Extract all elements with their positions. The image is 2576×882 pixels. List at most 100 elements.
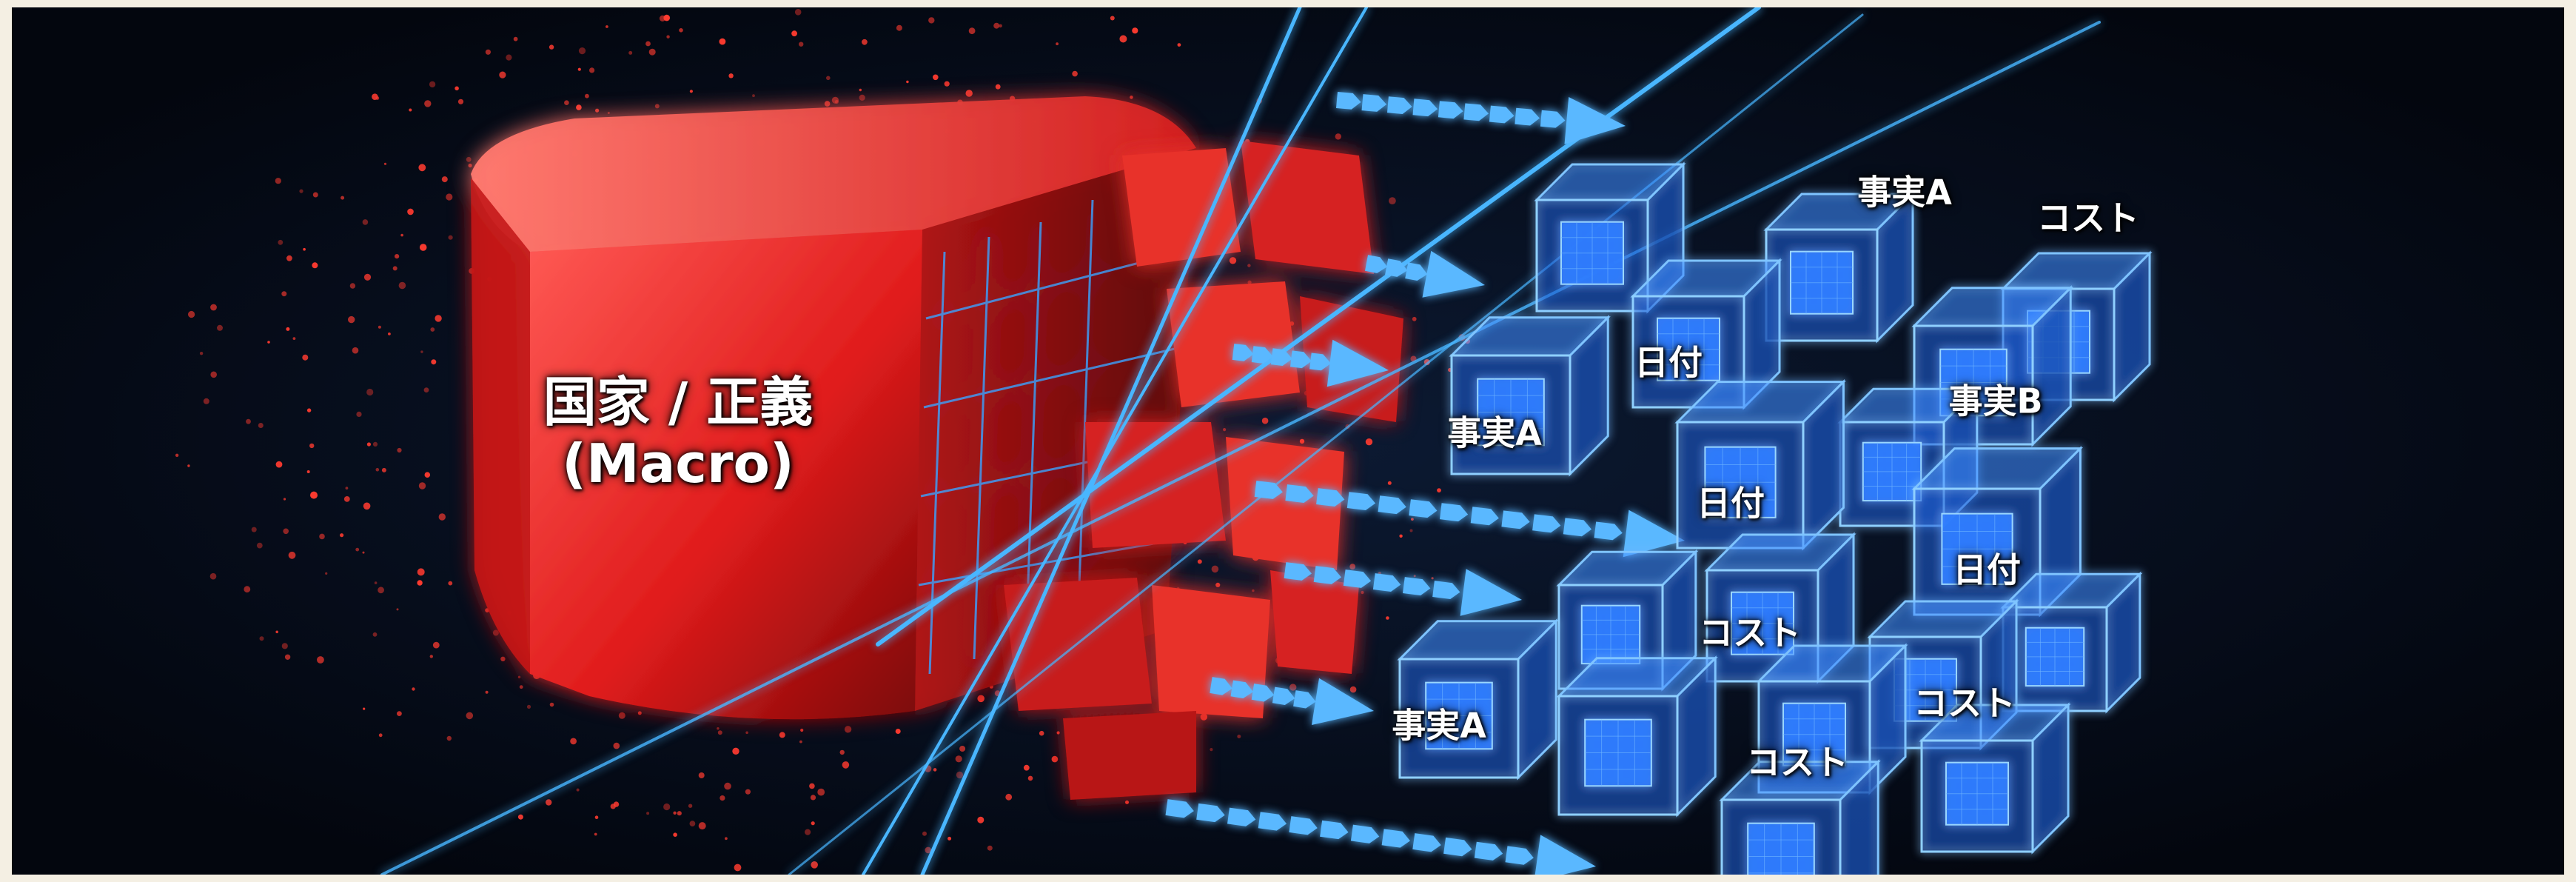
particle [956, 771, 964, 779]
particle [896, 24, 902, 31]
arrow-dash [1251, 346, 1273, 364]
particle [362, 551, 365, 554]
particle [1211, 565, 1219, 573]
particle [210, 371, 218, 378]
particle [284, 654, 291, 660]
arrow-dash [1336, 92, 1361, 110]
fragment-label: コスト [1746, 742, 1848, 783]
particle [578, 47, 586, 55]
macro-title: 国家 / 正義 [543, 371, 814, 434]
arrow-dash [1343, 569, 1372, 588]
glass-cube [1630, 258, 1782, 410]
particle [859, 88, 862, 92]
particle [388, 333, 391, 335]
arrow-dash [1270, 348, 1292, 366]
particle [1023, 764, 1030, 771]
particle [576, 104, 582, 110]
arrow-dash [1293, 690, 1316, 709]
arrow-dash [1489, 105, 1515, 124]
arrow-dash [1501, 510, 1530, 529]
particle [396, 608, 399, 611]
arrow-dash [1505, 846, 1534, 865]
particle [663, 14, 670, 21]
particle [809, 783, 815, 789]
particle [374, 581, 378, 584]
particle [281, 643, 288, 649]
particle [352, 347, 359, 354]
particle [485, 49, 492, 55]
fragment-label: 事実A [1447, 412, 1542, 453]
particle [1387, 481, 1392, 485]
particle [256, 542, 263, 549]
particle [698, 772, 705, 778]
macro-label: 国家 / 正義 (Macro) [543, 372, 813, 495]
particle [1349, 564, 1356, 569]
particle [933, 768, 937, 772]
glass-cube [2000, 571, 2143, 714]
particle [513, 36, 518, 41]
particle [362, 219, 369, 225]
particle [646, 812, 650, 815]
particle [689, 821, 696, 826]
particle [779, 732, 785, 738]
particle [1210, 748, 1213, 752]
particle [576, 788, 580, 792]
particle [397, 447, 402, 453]
background [12, 7, 2564, 875]
arrow-dash [1412, 833, 1441, 852]
particle [1411, 518, 1414, 521]
particle [1247, 264, 1251, 267]
particle [519, 685, 523, 689]
arrow-head [1422, 250, 1485, 298]
particle [1437, 488, 1441, 492]
particle [275, 461, 283, 468]
particle [210, 304, 217, 311]
arrow-dash [1227, 807, 1256, 826]
particle [745, 789, 751, 795]
particle [466, 712, 474, 720]
particle [258, 423, 264, 428]
particle [468, 163, 472, 168]
particle [381, 467, 386, 472]
particle [417, 580, 423, 586]
particle [811, 861, 818, 869]
particle [325, 572, 328, 575]
particle [824, 101, 831, 107]
particle [1197, 559, 1202, 564]
particle [1299, 438, 1305, 444]
particle [1361, 590, 1364, 595]
particle [895, 729, 901, 734]
particle [933, 74, 939, 81]
light-beams [380, 7, 2101, 875]
arrow-dash [1563, 518, 1592, 537]
particle [517, 675, 521, 678]
particle [570, 738, 577, 745]
particle [1056, 42, 1059, 46]
arrow-dash [1251, 684, 1275, 702]
particle [430, 327, 435, 332]
particle [594, 832, 597, 836]
arrow-dash [1515, 107, 1540, 126]
particle [499, 71, 506, 78]
particle [283, 498, 286, 501]
macro-block [471, 96, 1196, 720]
particle [418, 164, 426, 172]
particle [517, 814, 523, 820]
flow-arrows [1165, 92, 1685, 875]
particle [392, 266, 398, 271]
glass-cube [1719, 759, 1881, 875]
particle [595, 108, 600, 113]
arrow-dash [1540, 110, 1566, 128]
particle [363, 273, 372, 281]
particle [429, 655, 433, 658]
particle [319, 533, 325, 540]
particle [448, 581, 453, 586]
particle [424, 100, 432, 107]
arrow-dash [1474, 841, 1503, 861]
glass-cube [1556, 655, 1718, 818]
particle [752, 94, 755, 98]
arrow-dash [1232, 344, 1254, 361]
arrow-dash [1290, 350, 1312, 369]
particle [1409, 529, 1413, 532]
particle [363, 502, 371, 510]
